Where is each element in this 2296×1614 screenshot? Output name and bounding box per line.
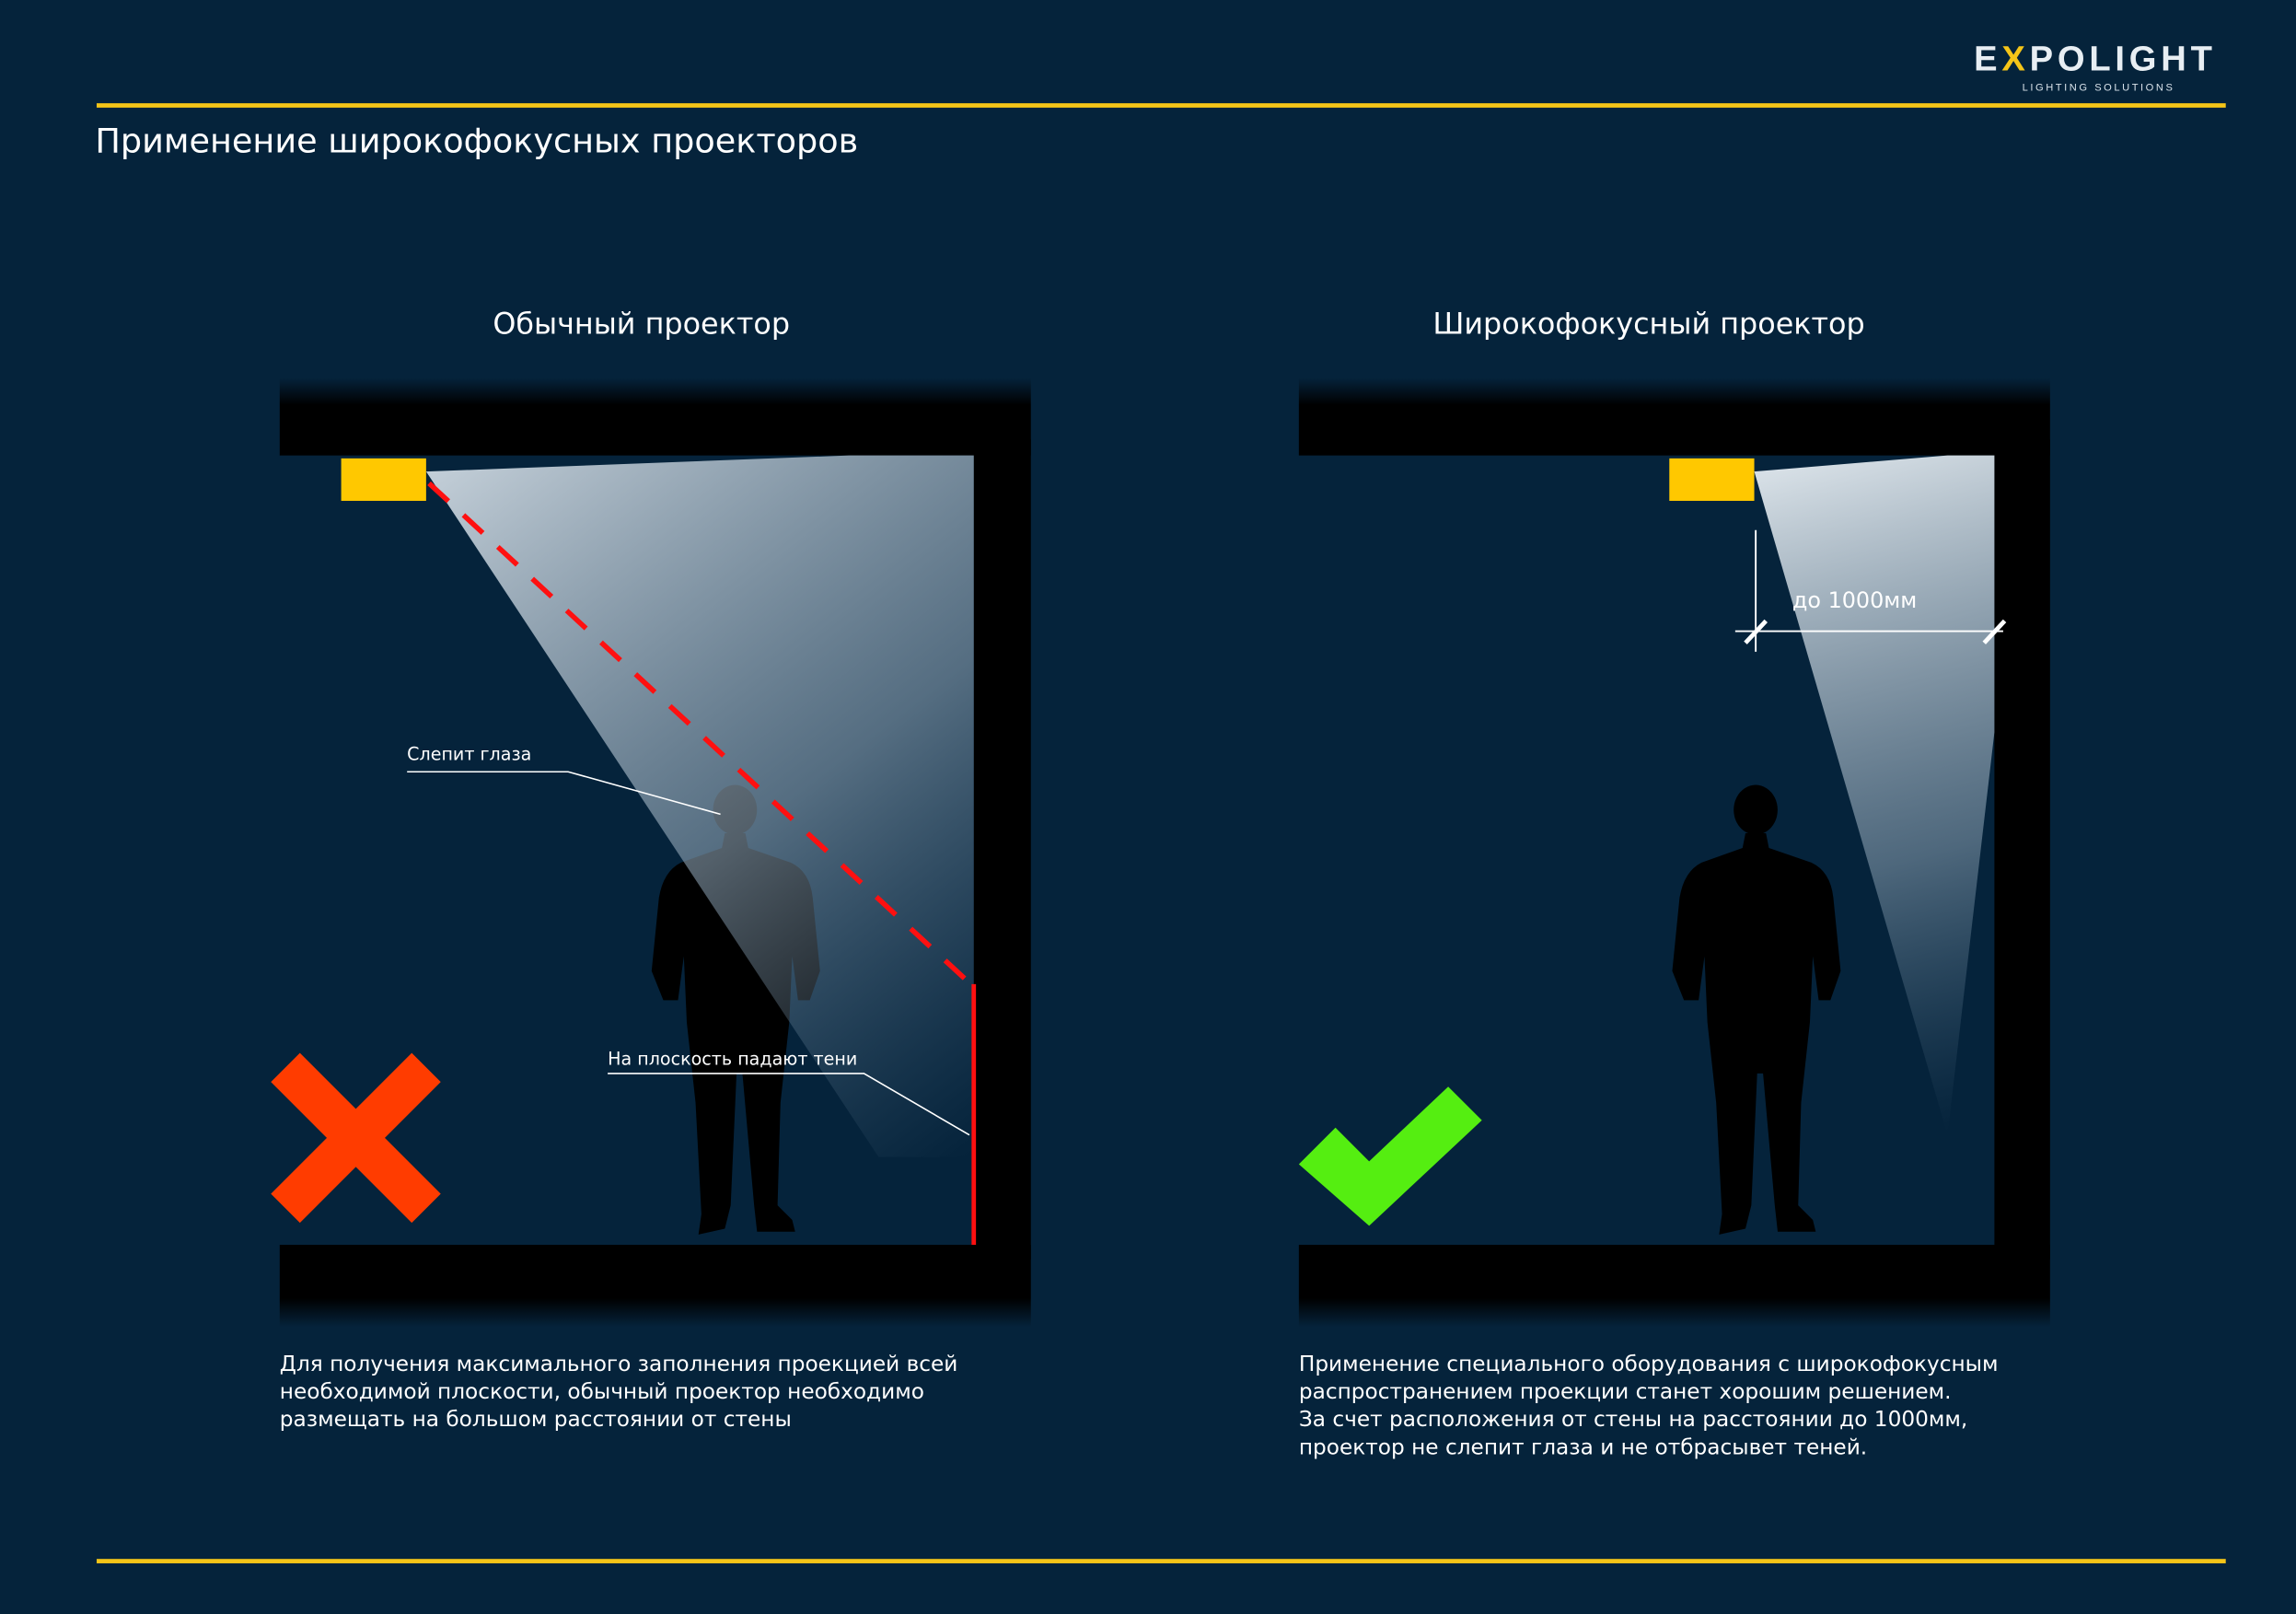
description-line: За счет расположения от стены на расстоя… <box>1298 1407 1968 1433</box>
person-silhouette <box>1672 784 1841 1235</box>
bottom-rule <box>96 1559 2226 1563</box>
description-line: Для получения максимального заполнения п… <box>279 1352 958 1377</box>
left-room <box>271 377 1031 1328</box>
callout-eyes: Слепит глаза <box>407 744 532 765</box>
glare-line <box>427 481 975 988</box>
description-line: размещать на большом расстоянии от стены <box>279 1407 792 1433</box>
left-heading: Обычный проектор <box>493 306 791 342</box>
description-line: проектор не слепит глаза и не отбрасывет… <box>1298 1434 1868 1460</box>
top-rule <box>96 103 2226 108</box>
page-title: Применение широкофокусных проекторов <box>95 122 859 161</box>
callout-line-eyes <box>407 771 721 816</box>
floor <box>1298 1245 2050 1328</box>
dimension-label: до 1000мм <box>1792 586 1918 614</box>
ceiling <box>1298 377 2050 456</box>
wall <box>1994 439 2050 1260</box>
floor <box>279 1245 1031 1328</box>
projector <box>1669 458 1755 501</box>
left-description: Для получения максимального заполнения п… <box>280 1351 958 1434</box>
description-line: распространением проекции станет хорошим… <box>1298 1379 1952 1405</box>
right-description: Применение специального оборудования с ш… <box>1299 1351 1999 1462</box>
cross-icon <box>271 1052 441 1224</box>
logo-tagline: LIGHTING SOLUTIONS <box>2022 83 2175 94</box>
projector-beam <box>1754 455 1995 1135</box>
projector-beam <box>425 455 974 1157</box>
ceiling <box>279 377 1031 456</box>
right-heading: Широкофокусный проектор <box>1432 306 1865 342</box>
check-icon <box>1298 1086 1482 1226</box>
expolight-logo: EXPOLIGHT <box>1974 39 2217 79</box>
right-room <box>1298 377 2050 1328</box>
description-line: Применение специального оборудования с ш… <box>1298 1352 1999 1377</box>
callout-line-shadows <box>608 1073 970 1136</box>
wall <box>973 439 1031 1260</box>
description-line: необходимой плоскости, обычный проектор … <box>279 1379 924 1405</box>
callout-shadows: На плоскость падают тени <box>608 1048 858 1070</box>
dimension-marker <box>1734 529 2007 652</box>
projector <box>341 458 426 501</box>
